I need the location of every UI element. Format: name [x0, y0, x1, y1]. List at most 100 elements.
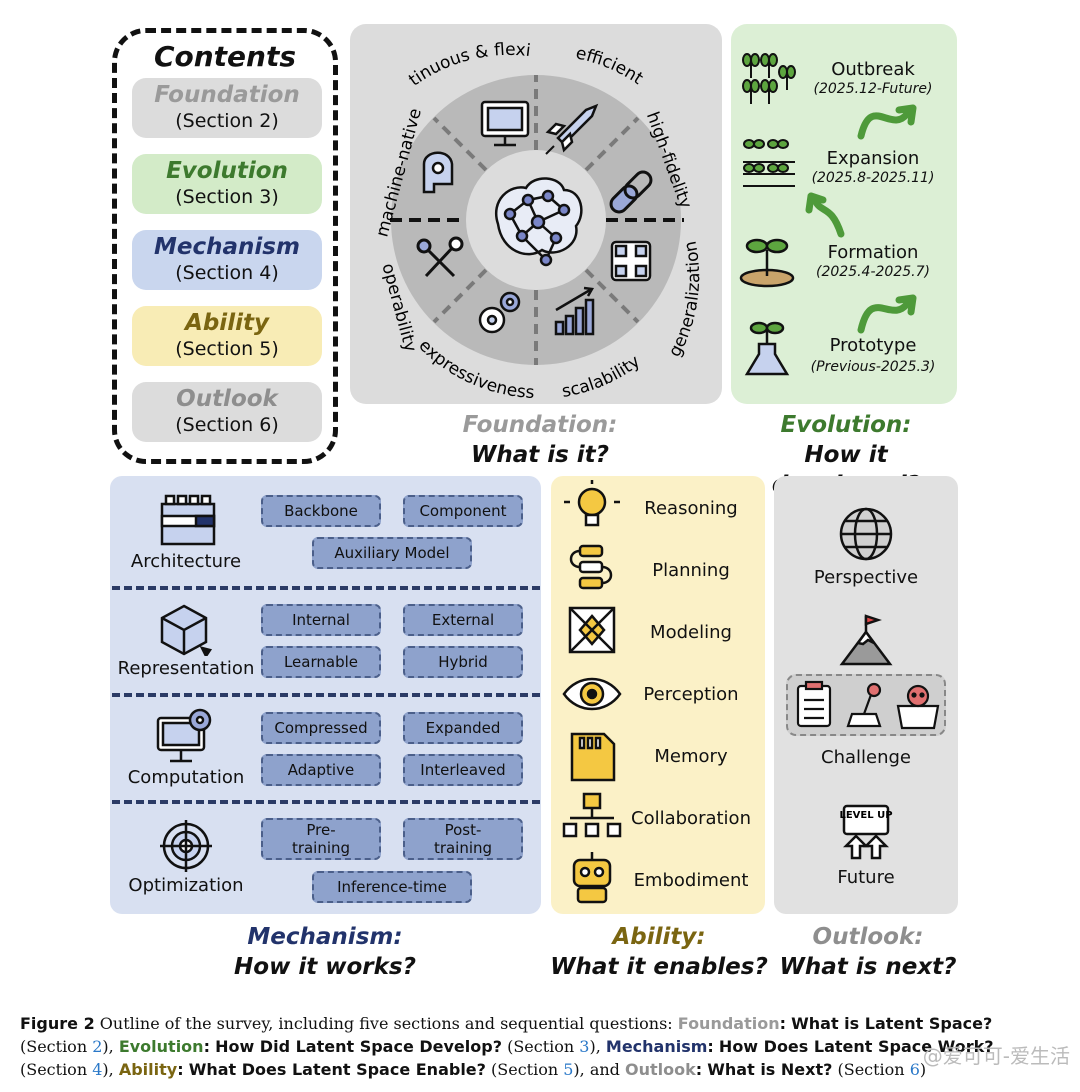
mechanism-tag: Learnable	[261, 646, 381, 678]
contents-item-mechanism[interactable]: Mechanism (Section 4)	[132, 230, 322, 290]
caption-part-question: How Does Latent Space Work?	[718, 1037, 994, 1056]
bar-growth-icon	[554, 286, 595, 336]
mechanism-group-label: Optimization	[128, 875, 244, 896]
robot-icon	[572, 852, 612, 904]
stage-date: (Previous-2025.3)	[810, 359, 936, 375]
caption-part-name: Mechanism	[605, 1037, 708, 1056]
section-link[interactable]: 4	[92, 1060, 103, 1079]
stage-date: (2025.8-2025.11)	[811, 170, 935, 186]
lightbulb-icon	[564, 480, 620, 527]
caption-part-suffix: )	[919, 1060, 927, 1079]
evolution-caption-title: Evolution:	[780, 412, 912, 438]
section-link[interactable]: 6	[909, 1060, 920, 1079]
caption-part-name: Evolution	[118, 1037, 204, 1056]
surprise-box-icon	[896, 684, 940, 730]
section-link[interactable]: 2	[92, 1037, 103, 1056]
caption-part-question: What is Next?	[707, 1060, 833, 1079]
mechanism-tag: Post- training	[403, 818, 523, 860]
robot-head-icon	[422, 151, 454, 194]
evolution-graphics	[739, 53, 917, 376]
ability-item: Reasoning	[644, 498, 738, 519]
section-link[interactable]: 5	[563, 1060, 574, 1079]
outlook-caption-question: What is next?	[779, 954, 957, 980]
stage-date: (2025.4-2025.7)	[816, 264, 930, 280]
caption-part-suffix: ),	[102, 1060, 114, 1079]
gears-icon	[478, 291, 521, 334]
ability-icons	[562, 480, 622, 904]
flask-sprout-icon	[744, 321, 790, 376]
mechanism-tag: Inference-time	[312, 871, 472, 903]
ability-item: Collaboration	[631, 808, 751, 829]
mechanism-tag: Backbone	[261, 495, 381, 527]
mechanism-divider	[112, 800, 540, 804]
wheel-divider	[432, 116, 488, 172]
mechanism-tag: Adaptive	[261, 754, 381, 786]
forest-icon	[742, 53, 796, 104]
joystick-icon	[846, 682, 882, 728]
building-blocks-icon	[160, 494, 216, 546]
caption-part-name: Ability	[118, 1060, 178, 1079]
growth-arrow-icon	[805, 192, 845, 238]
wheel-divider	[432, 268, 488, 324]
caption-part-section: (Section	[837, 1060, 910, 1079]
stage-name: Expansion	[826, 148, 920, 169]
stage-name: Prototype	[829, 335, 917, 356]
foundation-caption-question: What is it?	[470, 442, 610, 468]
mechanism-tag: Pre- training	[261, 818, 381, 860]
memory-card-icon	[570, 732, 616, 782]
mechanism-tag: Expanded	[403, 712, 523, 744]
contents-item-title: Mechanism	[154, 234, 300, 260]
caption-part-section: (Section	[20, 1037, 93, 1056]
foundation-property-label: efficient	[574, 43, 647, 89]
mechanism-tag: Internal	[261, 604, 381, 636]
outlook-caption-title: Outlook:	[812, 924, 924, 950]
ability-item: Planning	[652, 560, 730, 581]
foundation-caption-title: Foundation:	[462, 412, 618, 438]
contents-item-outlook[interactable]: Outlook (Section 6)	[132, 382, 322, 442]
caption-part-suffix: ),	[102, 1037, 114, 1056]
ability-item: Embodiment	[633, 870, 749, 891]
contents-item-ability[interactable]: Ability (Section 5)	[132, 306, 322, 366]
contents-item-title: Evolution	[166, 158, 288, 184]
watermark: @爱可可-爱生活	[922, 1044, 1070, 1068]
caption-part-question: What is Latent Space?	[791, 1014, 993, 1033]
growth-arrow-icon	[857, 294, 917, 334]
stage-date: (2025.12-Future)	[813, 81, 933, 97]
mechanism-divider	[112, 693, 540, 697]
contents-item-foundation[interactable]: Foundation (Section 2)	[132, 78, 322, 138]
checklist-icon	[796, 680, 832, 728]
neural-brain-icon	[495, 177, 583, 267]
mechanism-tag: Compressed	[261, 712, 381, 744]
mechanism-group-label: Representation	[117, 658, 255, 679]
org-chart-icon	[562, 792, 622, 838]
computer-gear-icon	[156, 708, 212, 763]
mechanism-tag: Interleaved	[403, 754, 523, 786]
ability-item: Perception	[643, 684, 739, 705]
figure-caption: Figure 2 Outline of the survey, includin…	[20, 1014, 994, 1079]
mechanism-tag: Component	[403, 495, 523, 527]
section-link[interactable]: 3	[579, 1037, 590, 1056]
planning-flow-icon	[569, 544, 613, 590]
caption-part-section: (Section	[491, 1060, 564, 1079]
contents-item-section: (Section 2)	[175, 110, 279, 132]
outlook-caption: Outlook: What is next?	[772, 922, 964, 982]
mechanism-group-label: Computation	[127, 767, 245, 788]
contents-item-section: (Section 6)	[175, 414, 279, 436]
mechanism-divider	[112, 586, 540, 590]
foundation-caption: Foundation: What is it?	[400, 410, 680, 470]
mechanism-tag: External	[403, 604, 523, 636]
contents-item-evolution[interactable]: Evolution (Section 3)	[132, 154, 322, 214]
contents-box	[112, 28, 338, 464]
mechanism-tag: Hybrid	[403, 646, 523, 678]
eye-icon	[562, 677, 622, 711]
sprout-icon	[739, 238, 795, 288]
wheel-divider	[584, 116, 640, 172]
stage-name: Formation	[827, 242, 919, 263]
caption-part-section: (Section	[20, 1060, 93, 1079]
mechanism-caption: Mechanism: How it works?	[200, 922, 450, 982]
rocket-icon	[545, 103, 599, 155]
ability-caption-title: Ability:	[612, 924, 706, 950]
contents-item-section: (Section 5)	[175, 338, 279, 360]
modeling-frame-icon	[568, 606, 616, 654]
contents-item-title: Foundation	[154, 82, 300, 108]
